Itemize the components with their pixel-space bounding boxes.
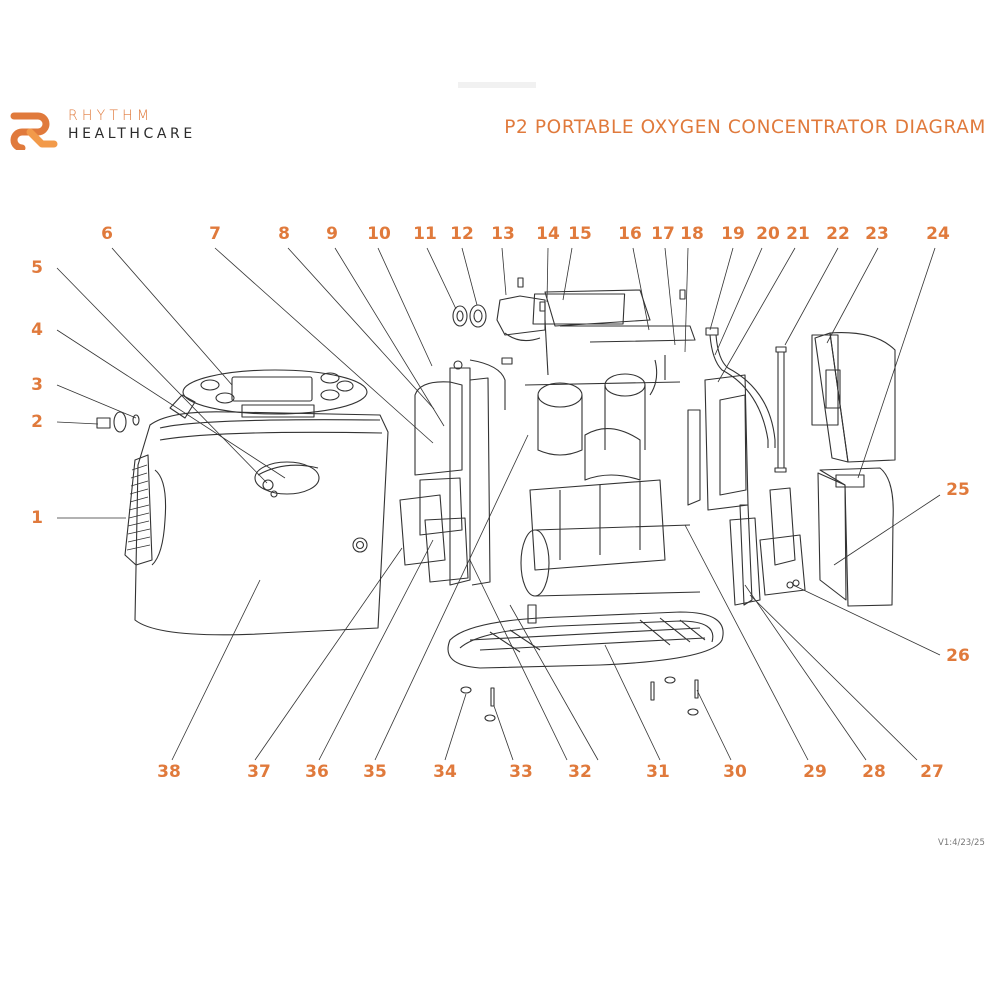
callout-15: 15 [568, 224, 592, 244]
callout-11: 11 [413, 224, 437, 244]
brand-name-line1: RHYTHM [68, 108, 154, 124]
callout-19: 19 [721, 224, 745, 244]
callout-23: 23 [865, 224, 889, 244]
part-connector-26 [759, 487, 806, 596]
page-title: P2 PORTABLE OXYGEN CONCENTRATOR DIAGRAM [504, 117, 986, 138]
rhythm-logo-icon [10, 112, 58, 150]
callout-5: 5 [31, 258, 43, 278]
callout-35: 35 [363, 762, 387, 782]
callout-20: 20 [756, 224, 780, 244]
callout-31: 31 [646, 762, 670, 782]
callout-28: 28 [862, 762, 886, 782]
callout-34: 34 [433, 762, 457, 782]
part-seals-11-12 [452, 304, 487, 328]
part-base-plate-31 [447, 604, 724, 669]
brand-logo: RHYTHM HEALTHCARE [8, 104, 228, 150]
part-display-board-13-18 [496, 277, 696, 376]
callout-37: 37 [247, 762, 271, 782]
callout-12: 12 [450, 224, 474, 244]
callout-32: 32 [568, 762, 592, 782]
callout-24: 24 [926, 224, 950, 244]
callout-6: 6 [101, 224, 113, 244]
callout-2: 2 [31, 412, 43, 432]
callout-9: 9 [326, 224, 338, 244]
part-top-cover-23 [811, 332, 896, 463]
version-label: V1:4/23/25 [938, 838, 985, 848]
callout-36: 36 [305, 762, 329, 782]
part-side-door-4-5 [254, 461, 320, 498]
callout-25: 25 [946, 480, 970, 500]
callout-22: 22 [826, 224, 850, 244]
part-control-panel-6 [169, 369, 368, 419]
callout-29: 29 [803, 762, 827, 782]
callout-27: 27 [920, 762, 944, 782]
callout-26: 26 [946, 646, 970, 666]
callout-3: 3 [31, 375, 43, 395]
faint-watermark [458, 82, 536, 88]
callout-13: 13 [491, 224, 515, 244]
part-battery-24 [817, 467, 894, 607]
callout-8: 8 [278, 224, 290, 244]
callout-10: 10 [367, 224, 391, 244]
callout-16: 16 [618, 224, 642, 244]
leader-lines [56, 247, 941, 761]
callout-7: 7 [209, 224, 221, 244]
callout-18: 18 [680, 224, 704, 244]
brand-name-line2: HEALTHCARE [68, 126, 196, 142]
part-left-module [399, 357, 513, 586]
callout-30: 30 [723, 762, 747, 782]
callout-21: 21 [786, 224, 810, 244]
callout-33: 33 [509, 762, 533, 782]
part-knob-2-3 [96, 411, 140, 433]
callout-38: 38 [157, 762, 181, 782]
callout-17: 17 [651, 224, 675, 244]
part-shell-38 [134, 411, 389, 636]
part-filter-grill-1 [124, 454, 167, 566]
callout-4: 4 [31, 320, 43, 340]
callout-1: 1 [31, 508, 43, 528]
part-circuit-board-19-21 [687, 327, 776, 606]
callout-14: 14 [536, 224, 560, 244]
part-compressor [520, 355, 701, 597]
part-cable-22 [774, 346, 787, 473]
